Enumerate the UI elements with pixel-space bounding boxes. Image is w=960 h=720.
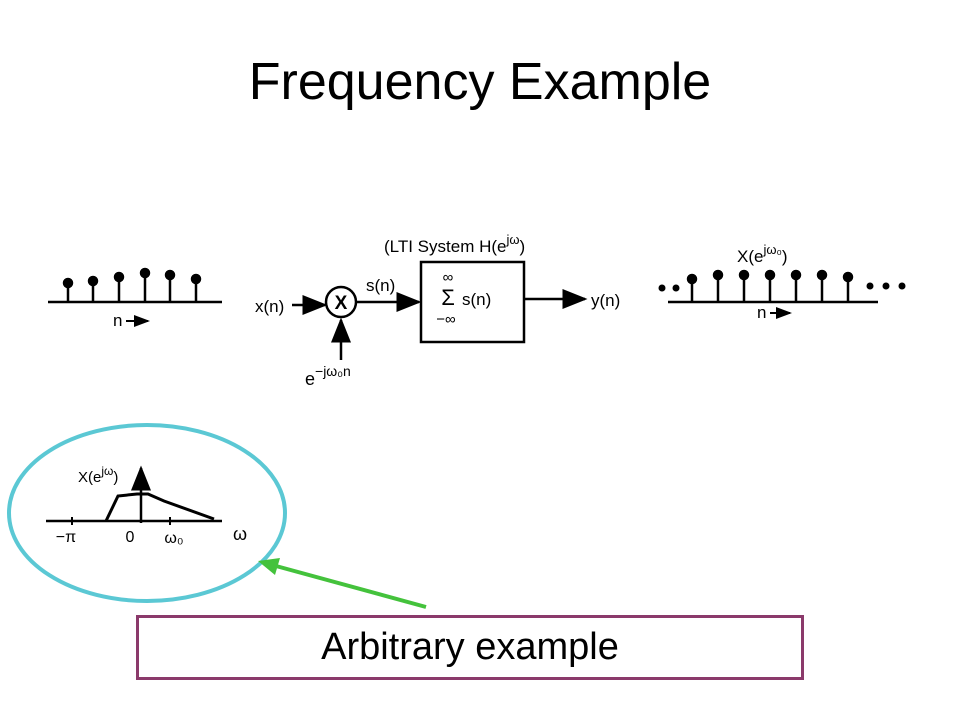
right-sequence-axis-label: n — [757, 303, 766, 322]
sum-term: s(n) — [462, 290, 491, 309]
callout-box: Arbitrary example — [136, 615, 804, 680]
modulator-label: e−jω₀n — [305, 363, 351, 389]
spectrum-curve — [104, 492, 215, 522]
right-sequence-plot: X(ejω₀) n — [658, 242, 906, 322]
input-label: x(n) — [255, 297, 284, 316]
right-sequence-stems — [686, 269, 854, 302]
spectrum-y-label: X(ejω) — [78, 464, 118, 486]
tick-label-omega0: ω₀ — [164, 530, 183, 547]
multiplier-symbol: X — [335, 293, 348, 314]
tick-label-minus-pi: −π — [56, 529, 76, 546]
sum-upper-limit: ∞ — [443, 269, 454, 286]
output-label: y(n) — [591, 291, 620, 310]
callout-arrow — [258, 558, 427, 609]
left-sequence-plot: n — [48, 267, 222, 330]
right-sequence-left-dots — [658, 284, 680, 292]
system-block-diagram: x(n) X e−jω₀n s(n) (LTI System H(ejω) ∞ … — [255, 232, 620, 389]
product-label: s(n) — [366, 276, 395, 295]
system-title: (LTI System H(ejω) — [384, 232, 525, 256]
tick-label-zero: 0 — [126, 529, 135, 546]
slide-title: Frequency Example — [248, 53, 712, 111]
left-sequence-stems — [62, 267, 202, 302]
spectrum-x-axis-label: ω — [233, 524, 247, 544]
left-sequence-axis-label: n — [113, 311, 122, 330]
right-sequence-right-dots — [866, 282, 906, 290]
sum-symbol: Σ — [441, 285, 455, 310]
right-sequence-value-label: X(ejω₀) — [737, 242, 788, 266]
lti-system-block — [419, 260, 526, 344]
multiplier-node — [324, 285, 358, 319]
highlight-circle — [7, 423, 287, 603]
spectrum-plot: X(ejω) −π 0 ω₀ ω — [7, 423, 287, 603]
sum-lower-limit: −∞ — [436, 311, 456, 328]
